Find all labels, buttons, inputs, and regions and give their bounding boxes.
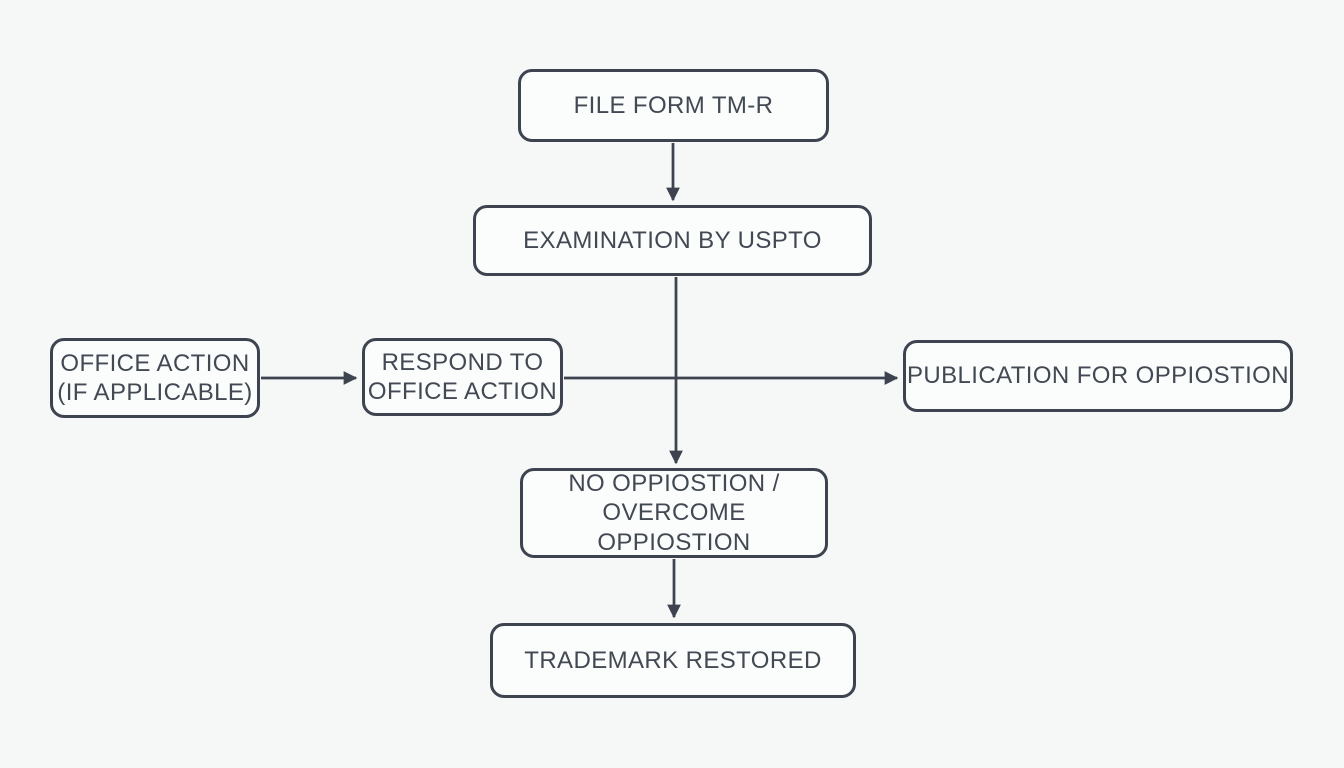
flowchart-node-file-form-tm-r: FILE FORM TM-R xyxy=(518,69,829,142)
flowchart-node-no-opposition: NO OPPIOSTION / OVERCOME OPPIOSTION xyxy=(520,468,828,558)
flowchart-node-office-action: OFFICE ACTION (IF APPLICABLE) xyxy=(50,338,260,418)
flowchart-node-respond-to-office-action: RESPOND TO OFFICE ACTION xyxy=(362,338,563,416)
flowchart-node-trademark-restored: TRADEMARK RESTORED xyxy=(490,623,856,698)
flowchart-node-publication-for-opposition: PUBLICATION FOR OPPIOSTION xyxy=(903,340,1293,412)
flowchart-node-examination-by-uspto: EXAMINATION BY USPTO xyxy=(473,205,872,276)
